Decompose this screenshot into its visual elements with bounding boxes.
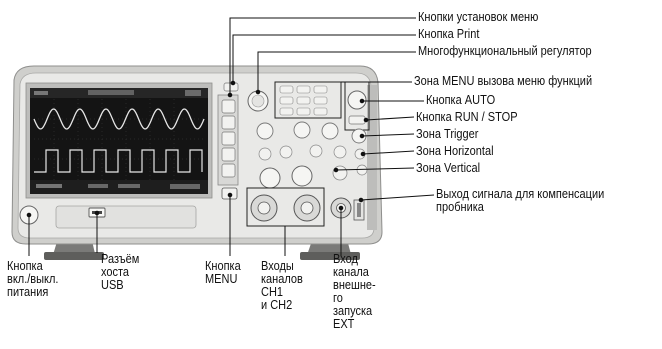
callout-run-stop-button: Кнопка RUN / STOP <box>416 110 518 124</box>
callout-usb-host: Разъём хоста USB <box>101 252 140 292</box>
menu-function-zone[interactable] <box>274 81 342 119</box>
run-stop-button[interactable] <box>348 115 366 125</box>
channel-inputs-zone[interactable] <box>246 187 325 227</box>
leader-lines <box>26 17 435 256</box>
usb-recess <box>55 205 197 229</box>
callout-channel-inputs: Входы каналов CH1 и CH2 <box>261 259 303 312</box>
oscilloscope-screen <box>30 88 208 194</box>
auto-button[interactable] <box>347 90 367 110</box>
sine-waveform <box>33 108 205 130</box>
callout-probe-comp-output: Выход сигнала для компенсации пробника <box>436 187 605 214</box>
callout-multifunction-knob: Многофункциональный регулятор <box>418 44 592 58</box>
square-waveform <box>34 149 203 173</box>
probe-compensation-output[interactable] <box>353 199 365 221</box>
callout-horizontal-zone: Зона Horizontal <box>416 144 494 158</box>
callout-vertical-zone: Зона Vertical <box>416 161 481 175</box>
callout-power-button: Кнопка вкл./выкл. питания <box>7 259 59 299</box>
callout-ext-trigger-input: Вход канала внешне- го запуска EXT <box>333 252 376 331</box>
display-area <box>25 82 213 199</box>
callout-trigger-zone: Зона Trigger <box>416 127 479 141</box>
callout-menu-function-zone: Зона MENU вызова меню функций <box>414 74 593 88</box>
print-button[interactable] <box>223 82 239 92</box>
menu-settings-buttons[interactable] <box>217 94 239 186</box>
callout-print-button: Кнопка Print <box>418 27 480 41</box>
callout-menu-settings-buttons: Кнопки установок меню <box>418 10 539 24</box>
callout-auto-button: Кнопка AUTO <box>426 93 496 107</box>
callout-menu-button: Кнопка MENU <box>205 259 241 286</box>
